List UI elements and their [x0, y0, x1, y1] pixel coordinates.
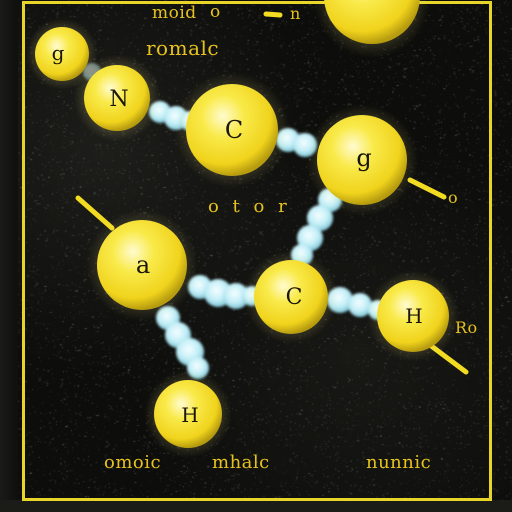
atom-h-bottom: H — [144, 370, 232, 458]
label-mid: o t o r — [208, 196, 291, 217]
label-bottom-right: nunnic — [366, 452, 432, 473]
poster-frame — [22, 1, 492, 501]
atom-label-c-mid: C — [286, 285, 303, 310]
label-bottom-mid: mhalc — [212, 452, 270, 473]
label-right-upper: o — [448, 188, 459, 207]
label-bottom-left: omoic — [104, 452, 162, 473]
atom-top-corner — [314, 0, 430, 58]
label-right-lower: Ro — [455, 318, 478, 337]
image-edge-left — [0, 0, 18, 512]
atom-label-h-right: H — [405, 304, 422, 328]
bond-a-h — [156, 306, 209, 379]
atom-label-n: N — [109, 87, 128, 112]
label-top-mid: o — [210, 2, 221, 22]
atom-c-mid: C — [244, 250, 338, 344]
stick-top — [263, 11, 283, 18]
atom-g-right: g — [306, 104, 418, 216]
label-top-right: n — [290, 4, 301, 23]
atom-label-h-bottom: H — [181, 403, 198, 427]
stick-right-upper — [407, 177, 447, 200]
atom-label-a: a — [136, 251, 150, 279]
label-subtitle: romalc — [146, 36, 220, 60]
atom-label-g-top: g — [52, 41, 65, 65]
image-edge-bottom — [0, 500, 512, 512]
atom-c-top: C — [174, 72, 290, 188]
atom-h-right: H — [367, 270, 459, 362]
atom-g-top: g — [26, 18, 98, 90]
atom-n: N — [73, 54, 161, 142]
atom-label-g-right: g — [356, 144, 371, 172]
atom-label-c-top: C — [225, 116, 243, 144]
atom-a: a — [86, 209, 198, 321]
label-top-left: moid — [152, 3, 197, 23]
